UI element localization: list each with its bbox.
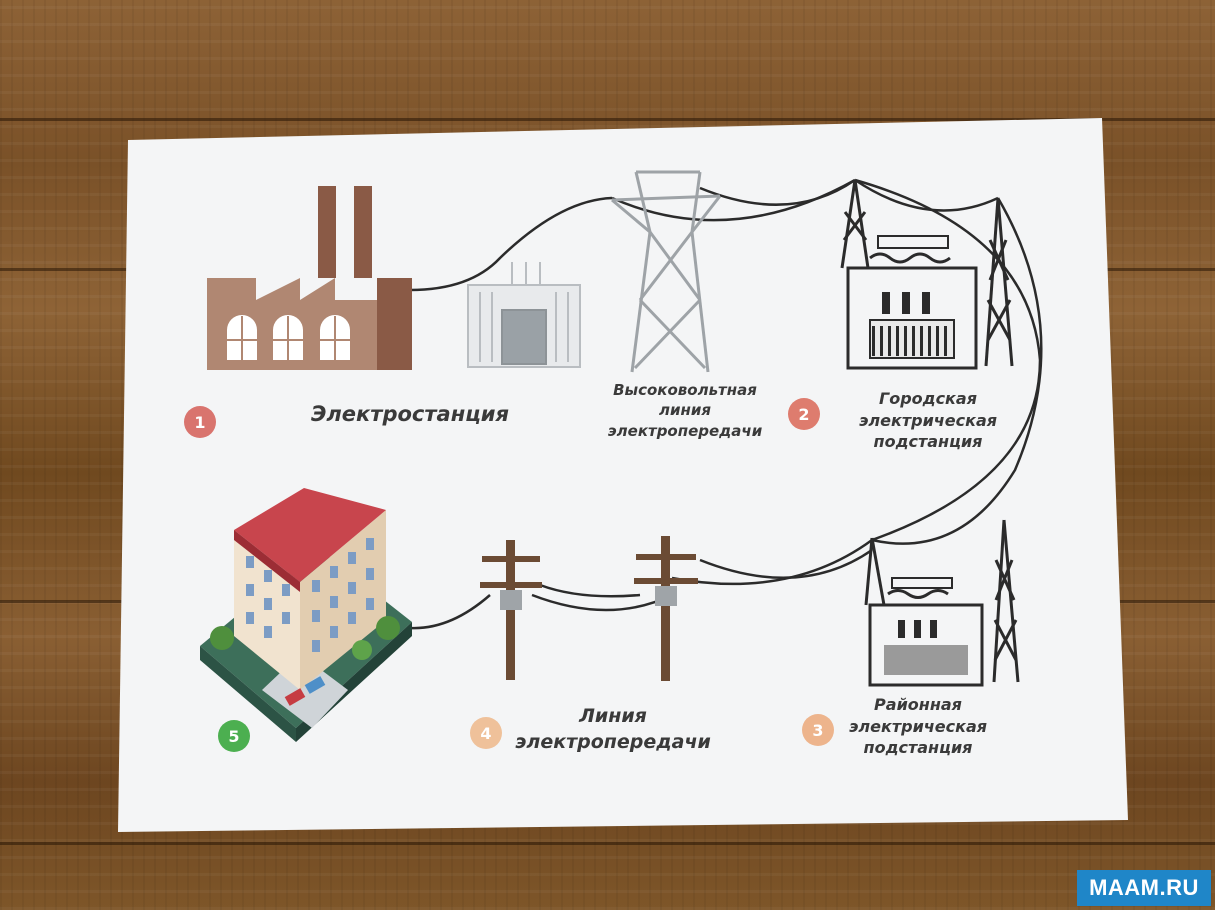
badge-5: 5 (218, 720, 250, 752)
city-substation-bars (872, 292, 947, 356)
apartment-building-icon (200, 488, 412, 742)
utility-pole-icon (634, 536, 698, 681)
wire-tower-to-city-b (699, 178, 856, 206)
power-line-label-line2: электропередачи (515, 730, 711, 753)
district-substation-bars (884, 620, 968, 675)
power-plant-icon (207, 186, 412, 370)
district-substation-label-line2: электрическая (848, 716, 988, 736)
wire-city-crossbar (854, 178, 999, 212)
district-substation-label: Районная электрическая подстанция (828, 694, 1008, 759)
district-substation-icon (864, 519, 1020, 687)
utility-pole-icon (480, 540, 542, 680)
district-substation-label-line1: Районная (874, 695, 962, 714)
badge-2: 2 (788, 398, 820, 430)
power-plant-label: Электростанция (311, 402, 509, 426)
wood-seam (0, 842, 1215, 845)
city-substation-label-line2: электрическая (858, 410, 998, 430)
power-line-label-line1: Линия (579, 705, 647, 727)
city-substation-label: Городская электрическая подстанция (838, 388, 1018, 453)
high-voltage-line-label: Высоковольтная линия электропередачи (590, 380, 780, 441)
badge-1: 1 (184, 406, 216, 438)
high-voltage-tower-icon (611, 170, 722, 373)
wire-plant-to-tower (409, 196, 613, 292)
wire-district-to-pole (671, 538, 873, 586)
city-substation-icon (840, 179, 1014, 370)
badge-3: 3 (802, 714, 834, 746)
power-line-label: Линия электропередачи (498, 704, 728, 755)
city-substation-label-line3: подстанция (873, 432, 983, 452)
wire-district-to-pole-2 (699, 548, 873, 580)
district-substation-label-line3: подстанция (863, 738, 973, 758)
high-voltage-line-label-line3: электропередачи (607, 421, 763, 440)
maam-watermark: MAAM.RU (1077, 870, 1211, 906)
wire-city-to-district (871, 197, 1043, 545)
wire-pole-to-pole-2 (539, 583, 641, 598)
high-voltage-line-label-line1: Высоковольтная (613, 381, 757, 399)
wood-seam (0, 118, 1215, 121)
city-substation-label-line1: Городская (879, 389, 977, 408)
wire-city-to-district-2 (854, 178, 1042, 542)
high-voltage-line-label-line2: линия (658, 401, 711, 420)
transformer-icon (467, 262, 581, 368)
badge-4: 4 (470, 717, 502, 749)
wire-pole-to-building (409, 594, 491, 630)
